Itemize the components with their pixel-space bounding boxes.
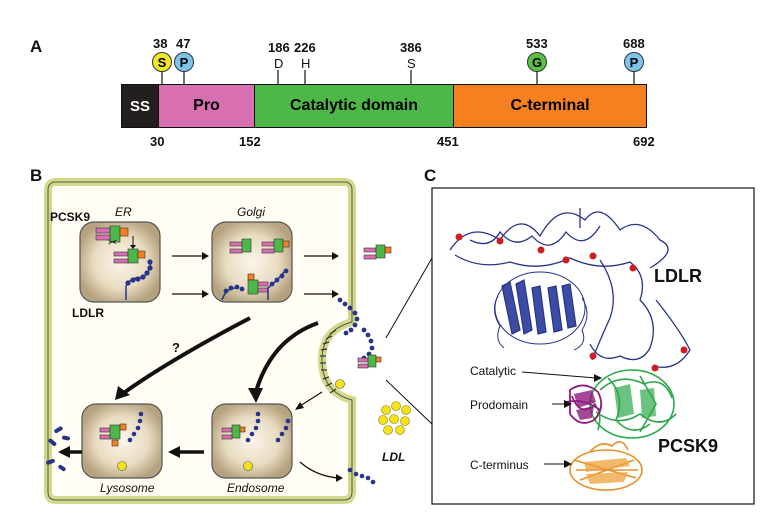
lysosome-organelle bbox=[81, 403, 163, 479]
site-186-number: 186 bbox=[268, 40, 290, 55]
calcium-ions bbox=[455, 233, 688, 372]
endosome-organelle bbox=[211, 403, 293, 479]
pcsk9-er-precursor bbox=[95, 225, 129, 243]
panel-a-letter: A bbox=[30, 37, 43, 56]
site-38-circle: S bbox=[152, 52, 172, 72]
coated-pit bbox=[320, 329, 337, 394]
site-226-number: 226 bbox=[294, 40, 316, 55]
signal-sequence-domain: SS bbox=[122, 85, 158, 127]
domain-bar: SS Pro Catalytic domain C-terminal bbox=[121, 84, 647, 128]
pcsk9-golgi-complex bbox=[247, 273, 269, 295]
prodomain: Pro bbox=[158, 85, 254, 127]
site-47-code: P bbox=[179, 54, 189, 70]
ldlr-structure-label: LDLR bbox=[654, 266, 702, 286]
lysosome-label: Lysosome bbox=[100, 481, 155, 495]
ldlr-label: LDLR bbox=[72, 306, 104, 320]
site-688-number: 688 bbox=[623, 36, 645, 51]
pcsk9-golgi-2 bbox=[261, 238, 290, 254]
site-386-code: S bbox=[407, 56, 416, 71]
catalytic-label: Catalytic domain bbox=[289, 97, 419, 114]
ldl-particles bbox=[378, 401, 411, 435]
pcsk9-lysosome bbox=[99, 423, 127, 447]
site-38-code: S bbox=[157, 54, 167, 70]
c-terminal-domain: C-terminal bbox=[453, 85, 646, 127]
prodomain-structure-label: Prodomain bbox=[470, 398, 529, 412]
site-186-code: D bbox=[274, 56, 284, 71]
site-38-number: 38 bbox=[153, 36, 168, 51]
boundary-692: 692 bbox=[633, 134, 655, 149]
site-533-circle: G bbox=[527, 52, 547, 72]
endosome-label: Endosome bbox=[227, 481, 285, 495]
pcsk9-golgi-1 bbox=[229, 238, 252, 254]
ldlr-propeller bbox=[501, 279, 577, 335]
site-47-circle: P bbox=[174, 52, 194, 72]
boundary-30: 30 bbox=[150, 134, 165, 149]
site-533-number: 533 bbox=[526, 36, 548, 51]
pcsk9-surface-complex bbox=[357, 354, 382, 369]
panel-c-letter: C bbox=[424, 166, 437, 185]
degraded-fragments bbox=[46, 426, 70, 472]
er-label: ER bbox=[115, 205, 132, 219]
ldlr-structure bbox=[449, 208, 691, 368]
pcsk9-label: PCSK9 bbox=[50, 210, 91, 224]
ldl-label: LDL bbox=[382, 450, 406, 464]
catalytic-structure-label: Catalytic bbox=[470, 364, 517, 378]
site-688-code: P bbox=[629, 54, 639, 70]
ss-label: SS bbox=[129, 97, 150, 115]
question-label: ? bbox=[172, 340, 180, 355]
golgi-label: Golgi bbox=[237, 205, 266, 219]
scissors-icon: ✂ bbox=[108, 237, 117, 249]
pcsk9-endosome bbox=[221, 424, 246, 440]
cterminus-structure-label: C-terminus bbox=[470, 458, 529, 472]
site-226-code: H bbox=[301, 56, 311, 71]
site-386-number: 386 bbox=[400, 40, 422, 55]
pro-label: Pro bbox=[193, 97, 220, 114]
boundary-152: 152 bbox=[239, 134, 261, 149]
catalytic-domain: Catalytic domain bbox=[254, 85, 453, 127]
pcsk9-structure-label: PCSK9 bbox=[658, 436, 719, 456]
site-47-number: 47 bbox=[176, 36, 191, 51]
c-terminal-label: C-terminal bbox=[510, 97, 590, 114]
pcsk9-secreted bbox=[363, 244, 392, 260]
site-533-code: G bbox=[531, 54, 543, 70]
panel-b-letter: B bbox=[30, 166, 43, 185]
site-688-circle: P bbox=[624, 52, 644, 72]
boundary-451: 451 bbox=[437, 134, 459, 149]
